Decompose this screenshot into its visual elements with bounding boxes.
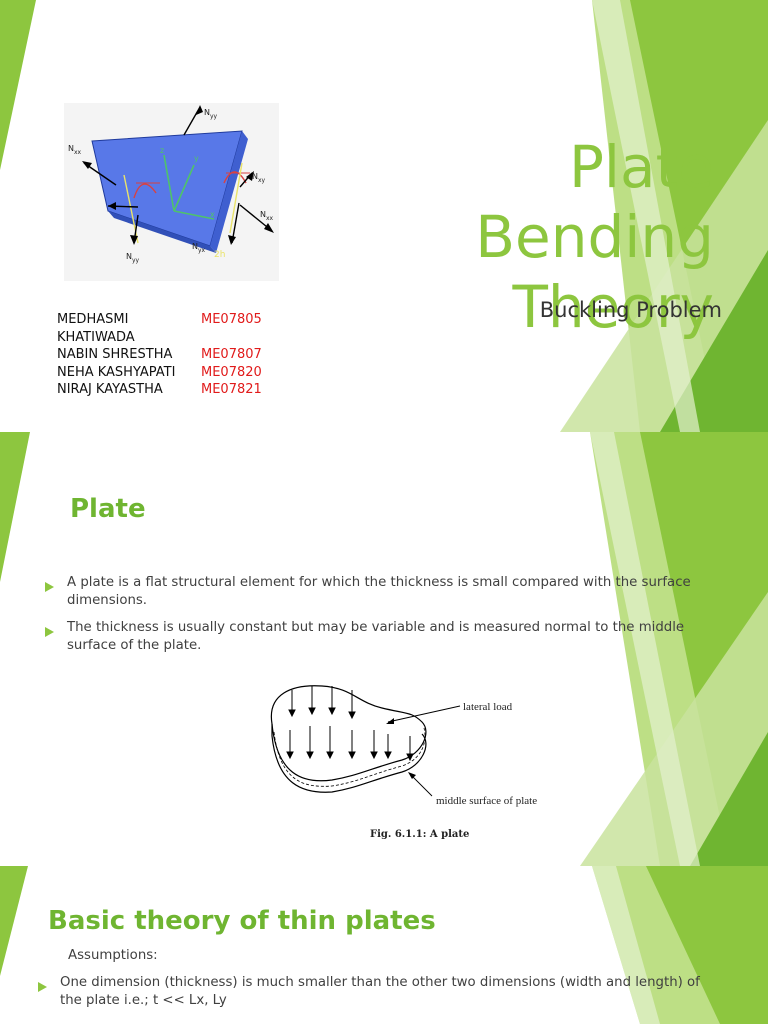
plate-element-figure: Nyy Nxx Nxy Nxx Nyx Nyy 2h z y x <box>64 103 279 281</box>
title-line-1: Plate Bending <box>475 133 714 271</box>
lateral-load-label: lateral load <box>463 701 513 713</box>
label-axis-z: z <box>160 146 164 155</box>
slide-title: Nyy Nxx Nxy Nxx Nyx Nyy 2h z y x Plate B… <box>0 0 768 432</box>
bullet-item: One dimension (thickness) is much smalle… <box>38 974 718 1010</box>
slide-heading: Plate <box>70 494 146 524</box>
slide-heading: Basic theory of thin plates <box>48 906 436 936</box>
member-name: Neha Kashyapati <box>57 364 176 380</box>
member-id: ME07807 <box>201 347 262 362</box>
slide-plate: Plate A plate is a flat structural eleme… <box>0 432 768 866</box>
label-thickness: 2h <box>214 250 225 260</box>
member-id: ME07821 <box>201 382 262 397</box>
label-axis-y: y <box>194 154 199 163</box>
assumptions-label: Assumptions: <box>68 948 158 963</box>
triangle-bullet-icon <box>45 619 67 655</box>
member-id: ME07805 <box>201 312 262 327</box>
member-name: Nabin Shrestha <box>57 347 173 362</box>
team-list: Medhasmi Khatiwada ME07805 Nabin Shresth… <box>57 311 262 399</box>
member-name: Medhasmi Khatiwada <box>57 312 135 345</box>
member-id: ME07820 <box>201 364 262 380</box>
team-member: Nabin Shrestha ME07807 <box>57 346 262 364</box>
team-member: Neha Kashyapati ME07820 <box>57 364 262 382</box>
team-member: Medhasmi Khatiwada ME07805 <box>57 311 262 346</box>
label-nxx-right: Nxx <box>260 210 274 222</box>
slide-thin-plates: Basic theory of thin plates Assumptions:… <box>0 866 768 1024</box>
middle-surface-label: middle surface of plate <box>436 795 538 807</box>
label-nxy: Nxy <box>252 172 266 184</box>
label-nyy-top: Nyy <box>204 108 218 120</box>
figure-caption: Fig. 6.1.1: A plate <box>370 829 470 840</box>
bullet-list: One dimension (thickness) is much smalle… <box>38 974 718 1019</box>
triangle-bullet-icon <box>38 974 60 1010</box>
slide-title-heading: Plate Bending Theory <box>330 132 714 342</box>
team-member: Niraj Kayastha ME07821 <box>57 381 262 399</box>
slide-subtitle: Buckling Problem <box>539 298 722 322</box>
bullet-item: A plate is a flat structural element for… <box>45 574 725 610</box>
title-line-2: Theory <box>512 273 714 341</box>
label-nyy-bottom: Nyy <box>126 252 140 264</box>
label-nyx: Nyx <box>192 242 206 254</box>
bullet-item: The thickness is usually constant but ma… <box>45 619 725 655</box>
label-axis-x: x <box>210 210 215 219</box>
triangle-bullet-icon <box>45 574 67 610</box>
member-name: Niraj Kayastha <box>57 382 163 397</box>
bullet-list: A plate is a flat structural element for… <box>45 574 725 664</box>
label-nxx-left: Nxx <box>68 144 82 156</box>
plate-diagram <box>270 685 461 797</box>
